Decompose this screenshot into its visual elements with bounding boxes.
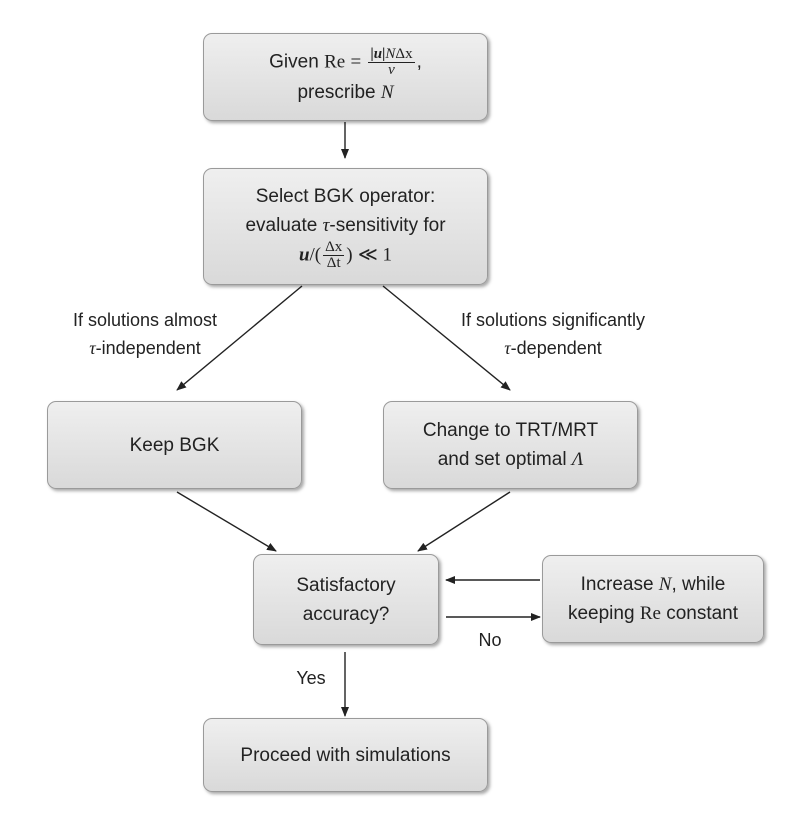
proceed-label: Proceed with simulations <box>240 744 451 766</box>
change-line1: Change to TRT/MRT <box>422 420 599 441</box>
increase-n: N <box>658 574 672 595</box>
given-num-n: N <box>385 46 396 62</box>
change-line2-prefix: and set optimal <box>437 449 567 470</box>
edge-label-no: No <box>470 626 510 654</box>
given-comma: , <box>416 51 422 73</box>
given-num-dx: Δx <box>395 46 413 62</box>
select-line2-suffix: -sensitivity for <box>329 215 446 236</box>
increase-line2-prefix: keeping <box>567 603 635 624</box>
edge-label-left: If solutions almost τ-independent <box>30 306 260 362</box>
right-label-tau: τ <box>504 338 511 358</box>
given-num-u: |u| <box>370 46 386 62</box>
select-close: ) <box>346 244 353 266</box>
given-prefix: Given <box>269 51 319 73</box>
no-label: No <box>478 630 502 650</box>
select-u: u <box>298 244 310 266</box>
given-re: Re <box>324 51 346 73</box>
given-fraction: |u|NΔx ν <box>368 46 415 78</box>
node-change-trt-mrt: Change to TRT/MRT and set optimal Λ <box>383 401 638 489</box>
edge-label-right: If solutions significantly τ-dependent <box>423 306 683 362</box>
increase-line2-suffix: constant <box>666 603 739 624</box>
right-label-line2: -dependent <box>510 338 602 358</box>
select-line1: Select BGK operator: <box>255 186 436 207</box>
select-tau: τ <box>322 215 330 236</box>
arrow-keep-to-accuracy <box>176 491 277 552</box>
right-label-line1: If solutions significantly <box>460 310 646 330</box>
keep-label: Keep BGK <box>129 434 220 456</box>
yes-label: Yes <box>296 668 326 688</box>
left-label-line2: -independent <box>95 338 201 358</box>
select-frac-num: Δx <box>323 239 345 256</box>
given-line2-prefix: prescribe <box>297 82 376 103</box>
increase-re: Re <box>639 603 661 624</box>
increase-line1-prefix: Increase <box>580 574 654 595</box>
arrow-change-to-accuracy <box>417 491 511 552</box>
node-given: Given Re = |u|NΔx ν , prescribe N <box>203 33 488 121</box>
node-keep-bgk: Keep BGK <box>47 401 302 489</box>
accuracy-line1: Satisfactory <box>296 574 396 596</box>
change-lambda: Λ <box>571 449 584 470</box>
node-increase-n: Increase N, while keeping Re constant <box>542 555 764 643</box>
select-frac-den: Δt <box>326 255 341 271</box>
given-line2-var: N <box>380 82 394 103</box>
select-rel: ≪ 1 <box>357 244 393 266</box>
left-label-tau: τ <box>89 338 96 358</box>
node-satisfactory-accuracy: Satisfactory accuracy? <box>253 554 439 645</box>
node-proceed: Proceed with simulations <box>203 718 488 792</box>
increase-line1-suffix: , while <box>671 574 726 595</box>
arrow-select-to-keep <box>176 285 303 391</box>
accuracy-line2: accuracy? <box>302 603 390 625</box>
arrow-select-to-change <box>382 285 511 391</box>
given-den-nu: ν <box>388 62 395 78</box>
given-eq: = <box>350 51 362 73</box>
select-slash: /( <box>309 244 322 266</box>
edge-label-yes: Yes <box>288 664 334 692</box>
left-label-line1: If solutions almost <box>72 310 218 330</box>
select-line2-prefix: evaluate <box>245 215 318 236</box>
node-select-bgk: Select BGK operator: evaluate τ-sensitiv… <box>203 168 488 285</box>
